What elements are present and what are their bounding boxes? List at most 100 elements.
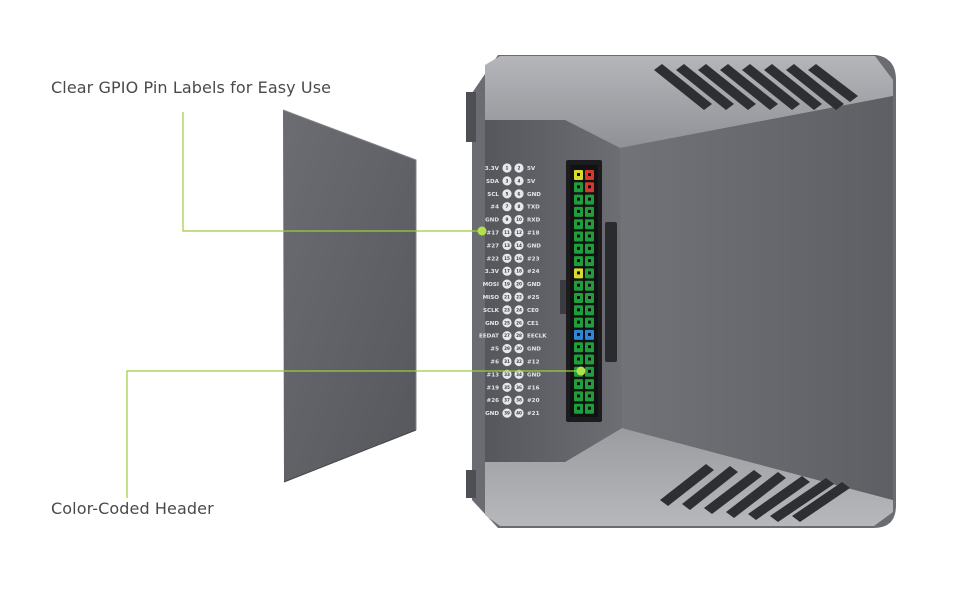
detached-lid (282, 109, 417, 483)
pin-number-odd: 33 (504, 372, 510, 377)
header-pin-hole (588, 259, 591, 263)
pin-label-left: GND (485, 218, 499, 224)
pin-number-circle (502, 318, 512, 328)
pin-label-left: GND (485, 411, 499, 417)
pin-label-right: 5V (527, 179, 536, 185)
pin-number-circle (502, 369, 512, 379)
pin-number-odd: 21 (504, 295, 510, 300)
header-pin-hole (577, 406, 580, 410)
pin-number-circle (502, 279, 512, 289)
header-pin-hole (588, 394, 591, 398)
pin-number-circle (502, 253, 512, 263)
pin-label-left: #6 (490, 360, 499, 366)
header-pin-hole (577, 185, 580, 189)
callout-color-header: Color-Coded Header (51, 499, 214, 518)
pin-number-even: 26 (516, 320, 522, 325)
pin-number-even: 2 (518, 166, 521, 171)
pin-number-circle (502, 189, 512, 199)
pin-number-circle (502, 227, 512, 238)
pin-number-even: 10 (516, 217, 522, 222)
pin-label-right: GND (527, 347, 541, 353)
pin-number-circle (514, 382, 524, 392)
pin-number-even: 14 (516, 243, 522, 248)
pin-number-circle (502, 408, 512, 418)
pin-number-circle (514, 202, 524, 212)
pin-label-right: #12 (527, 360, 540, 366)
pin-number-even: 20 (516, 282, 522, 287)
pin-label-right: GND (527, 282, 541, 288)
pin-number-odd: 29 (504, 346, 510, 351)
header-pin-hole (577, 197, 580, 201)
pin-number-circle (514, 266, 524, 276)
pin-number-even: 28 (516, 333, 522, 338)
pin-number-even: 12 (516, 230, 522, 235)
header-pin-hole (577, 357, 580, 361)
pin-number-circle (514, 292, 524, 302)
header-pin-hole (577, 271, 580, 275)
pin-label-left: #22 (487, 256, 500, 262)
pin-label-left: 3.3V (485, 269, 500, 275)
header-pin-hole (588, 185, 591, 189)
pin-number-circle (502, 356, 512, 367)
header-pin-hole (577, 345, 580, 349)
header-pin-hole (588, 382, 591, 386)
pin-label-left: #27 (487, 243, 500, 249)
pin-number-even: 40 (516, 411, 522, 416)
pin-number-odd: 39 (504, 411, 510, 416)
pin-number-circle (502, 266, 512, 276)
pin-number-circle (502, 163, 512, 173)
leader-dot-top (477, 226, 487, 236)
header-pin-hole (577, 332, 580, 336)
pin-number-odd: 5 (506, 191, 509, 196)
pin-label-right: TXD (527, 205, 540, 211)
pin-number-odd: 7 (506, 204, 509, 209)
pin-label-right: CE1 (527, 321, 539, 327)
callout-gpio-labels: Clear GPIO Pin Labels for Easy Use (51, 78, 332, 97)
pin-number-circle (502, 240, 512, 250)
header-pin-hole (588, 296, 591, 299)
pin-label-right: #16 (527, 385, 540, 391)
header-pin-hole (577, 394, 580, 398)
pin-label-right: #23 (527, 256, 540, 262)
pin-number-odd: 23 (504, 307, 510, 312)
header-pin-hole (577, 173, 580, 176)
pin-number-even: 30 (516, 346, 522, 351)
header-pin-hole (588, 234, 591, 238)
header-pin-hole (588, 332, 591, 336)
pin-label-left: #17 (487, 231, 500, 237)
pin-number-circle (514, 227, 524, 238)
pin-label-right: #20 (527, 398, 540, 404)
pin-label-right: #24 (527, 269, 540, 275)
pin-number-odd: 25 (504, 320, 510, 325)
pin-number-circle (514, 189, 524, 199)
pin-number-odd: 19 (504, 282, 510, 287)
pin-number-odd: 27 (504, 333, 510, 338)
pin-number-even: 16 (516, 256, 522, 261)
pin-number-even: 6 (518, 191, 521, 196)
pin-number-circle (514, 240, 524, 250)
pin-number-odd: 11 (504, 230, 510, 235)
pin-number-odd: 31 (504, 359, 510, 364)
pin-label-left: #5 (490, 347, 499, 353)
pin-label-right: GND (527, 243, 541, 249)
pin-label-right: EECLK (527, 334, 547, 340)
pin-number-odd: 35 (504, 385, 510, 390)
pin-label-right: CE0 (527, 308, 539, 314)
pin-number-circle (502, 176, 512, 186)
pin-number-circle (502, 331, 512, 341)
pin-number-circle (514, 318, 524, 328)
pin-number-odd: 17 (504, 269, 510, 274)
pin-number-circle (514, 331, 524, 341)
pin-number-circle (502, 292, 512, 302)
pin-label-right: GND (527, 192, 541, 198)
pin-number-odd: 3 (506, 178, 509, 183)
pin-number-odd: 15 (504, 256, 510, 261)
pin-label-left: #26 (487, 398, 500, 404)
header-pin-hole (577, 308, 580, 312)
pin-number-even: 24 (516, 307, 522, 312)
leader-lines (126, 112, 580, 498)
pin-number-circle (514, 356, 524, 367)
pin-number-circle (502, 382, 512, 392)
pin-number-circle (502, 305, 512, 315)
